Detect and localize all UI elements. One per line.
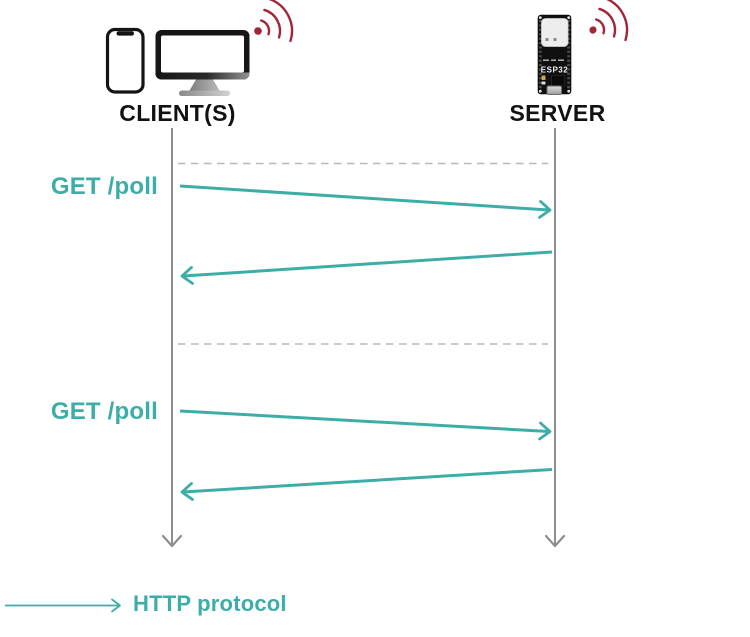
phone-notch bbox=[116, 31, 134, 36]
client-wifi-icon bbox=[254, 0, 294, 43]
client-label: CLIENT(S) bbox=[119, 100, 236, 126]
board-chip bbox=[551, 75, 565, 87]
monitor-base bbox=[179, 90, 230, 96]
server-wifi-icon bbox=[589, 0, 629, 42]
board-antenna-module bbox=[541, 18, 569, 47]
legend-label: HTTP protocol bbox=[133, 591, 287, 616]
client-devices bbox=[105, 0, 294, 96]
smartphone-icon bbox=[105, 27, 145, 94]
request-label-2: GET /poll bbox=[50, 398, 158, 425]
request-label-1: GET /poll bbox=[50, 173, 158, 200]
board-led bbox=[541, 75, 546, 80]
response-arrow-2 bbox=[180, 468, 553, 501]
board-usb-port bbox=[546, 85, 562, 95]
monitor-chin bbox=[155, 72, 250, 80]
response-arrow-1 bbox=[180, 250, 553, 285]
desktop-monitor-icon bbox=[155, 30, 250, 96]
monitor-screen bbox=[161, 35, 244, 73]
server-label: SERVER bbox=[509, 100, 606, 126]
monitor-stand bbox=[189, 79, 220, 91]
request-arrow-1 bbox=[179, 184, 552, 219]
esp32-board-text: ESP32 bbox=[541, 66, 568, 75]
request-arrow-2 bbox=[179, 409, 552, 441]
server-device: ESP32 bbox=[537, 0, 629, 95]
esp32-board-icon: ESP32 bbox=[537, 14, 572, 95]
